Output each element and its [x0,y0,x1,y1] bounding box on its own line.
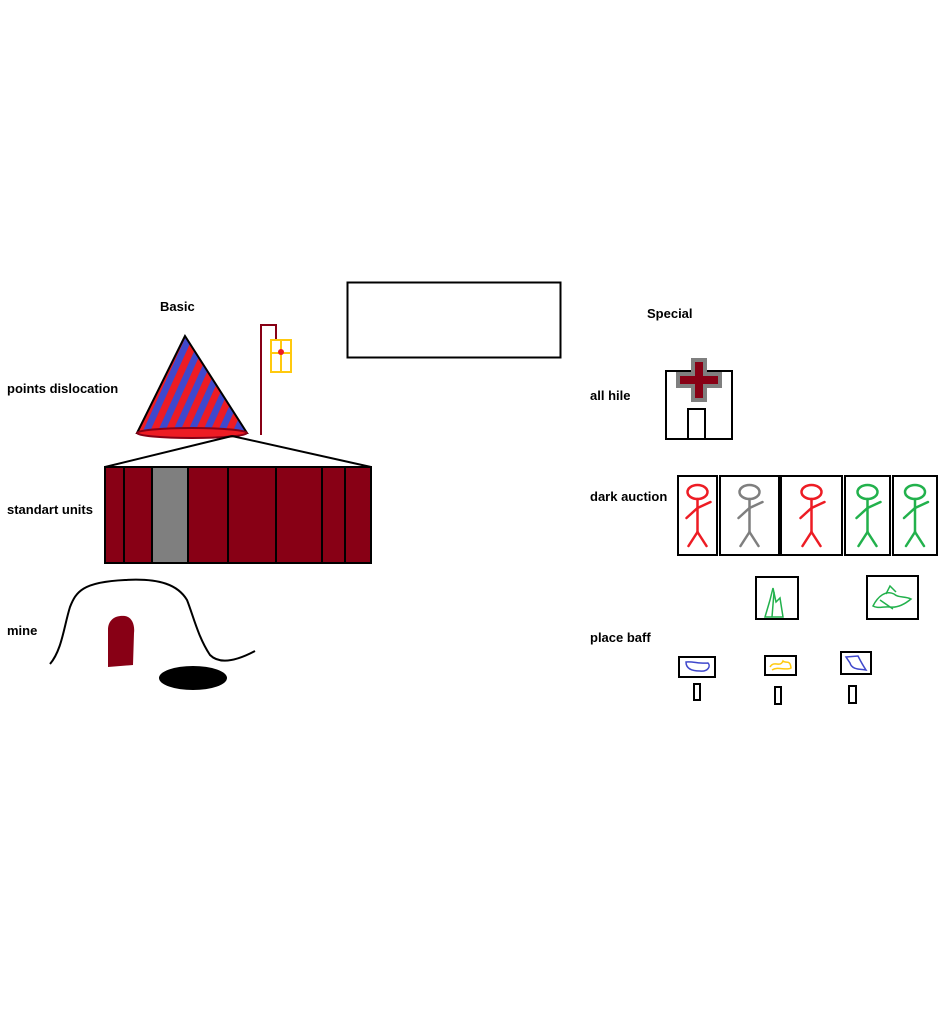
label-points-dislocation: points dislocation [7,381,119,396]
auction-slot[interactable] [780,475,843,556]
blue-glyph-sign-icon[interactable] [840,651,872,704]
auction-slot[interactable] [677,475,718,556]
mine-hill-icon[interactable] [49,578,256,690]
grey-stick-figure-icon [737,483,764,548]
barracks-building-icon[interactable] [104,435,372,564]
red-cross-hospital-icon[interactable] [665,358,733,440]
label-standart-units: standart units [7,502,93,517]
label-dark-auction: dark auction [590,489,668,504]
auction-slot[interactable] [892,475,938,556]
green-crystal-icon[interactable] [755,576,799,620]
section-title-special: Special [647,306,693,321]
label-place-baff: place baff [590,630,651,645]
mine-hole [159,666,227,690]
green-stick-figure-icon [902,483,930,548]
yellow-sign-icon[interactable] [764,655,797,705]
auction-slot[interactable] [719,475,780,556]
green-stick-figure-icon [855,483,882,548]
hanging-lantern-icon[interactable] [260,324,292,435]
blue-sign-icon[interactable] [678,656,716,701]
striped-cone-tent-icon[interactable] [120,330,275,440]
auction-slot[interactable] [844,475,891,556]
dark-auction-row [677,475,938,556]
green-dragon-icon[interactable] [866,575,919,620]
red-stick-figure-icon [685,483,712,548]
section-title-basic: Basic [160,299,195,314]
label-mine: mine [7,623,38,638]
red-stick-figure-icon [799,483,826,548]
empty-frame[interactable] [346,281,562,359]
label-all-hile: all hile [590,388,631,403]
